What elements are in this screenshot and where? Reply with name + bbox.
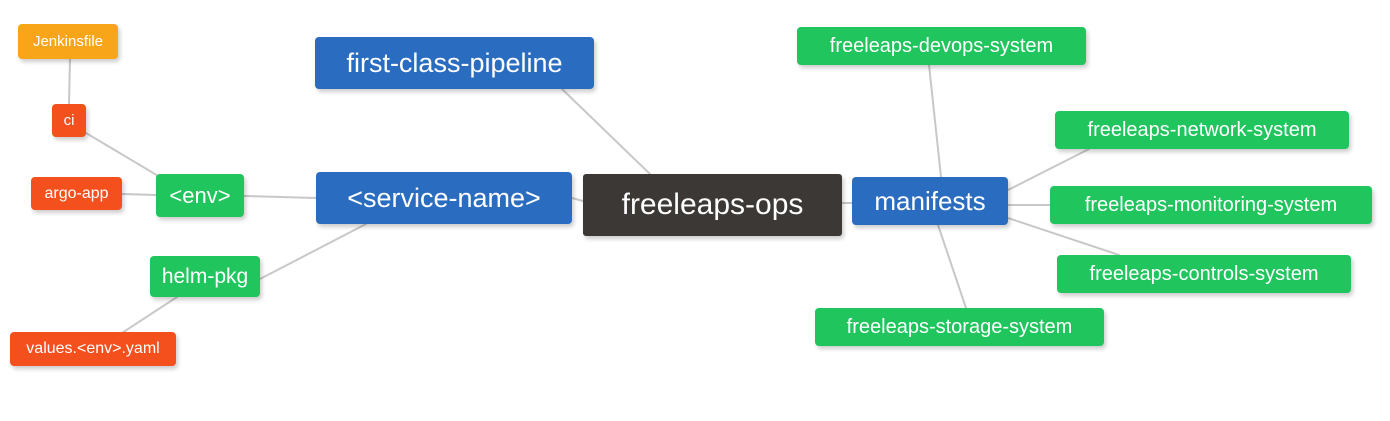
node-pipeline[interactable]: first-class-pipeline	[315, 37, 594, 89]
edge-ci-to-env	[85, 132, 161, 178]
edge-env-to-service-name	[243, 195, 317, 199]
node-controls[interactable]: freeleaps-controls-system	[1057, 255, 1351, 293]
node-ci[interactable]: ci	[52, 104, 86, 137]
node-devops[interactable]: freeleaps-devops-system	[797, 27, 1086, 65]
edge-values-yaml-to-helm-pkg	[121, 296, 178, 334]
node-manifests[interactable]: manifests	[852, 177, 1008, 225]
edge-pipeline-to-freeleaps-ops	[561, 88, 651, 175]
edge-manifests-to-devops	[928, 64, 942, 178]
node-monitoring[interactable]: freeleaps-monitoring-system	[1050, 186, 1372, 224]
node-network[interactable]: freeleaps-network-system	[1055, 111, 1349, 149]
edge-manifests-to-network	[1007, 148, 1090, 191]
node-helm-pkg[interactable]: helm-pkg	[150, 256, 260, 297]
node-service-name[interactable]: <service-name>	[316, 172, 572, 224]
node-freeleaps-ops[interactable]: freeleaps-ops	[583, 174, 842, 236]
node-jenkinsfile[interactable]: Jenkinsfile	[18, 24, 118, 59]
edge-manifests-to-controls	[1007, 217, 1120, 256]
edge-service-name-to-freeleaps-ops	[571, 197, 584, 202]
node-argo-app[interactable]: argo-app	[31, 177, 122, 210]
edge-manifests-to-storage	[937, 224, 967, 309]
edge-argo-app-to-env	[121, 193, 157, 196]
node-env[interactable]: <env>	[156, 174, 244, 217]
edge-helm-pkg-to-service-name	[259, 223, 367, 280]
node-storage[interactable]: freeleaps-storage-system	[815, 308, 1104, 346]
edge-jenkinsfile-to-ci	[68, 58, 71, 105]
node-values-yaml[interactable]: values.<env>.yaml	[10, 332, 176, 366]
